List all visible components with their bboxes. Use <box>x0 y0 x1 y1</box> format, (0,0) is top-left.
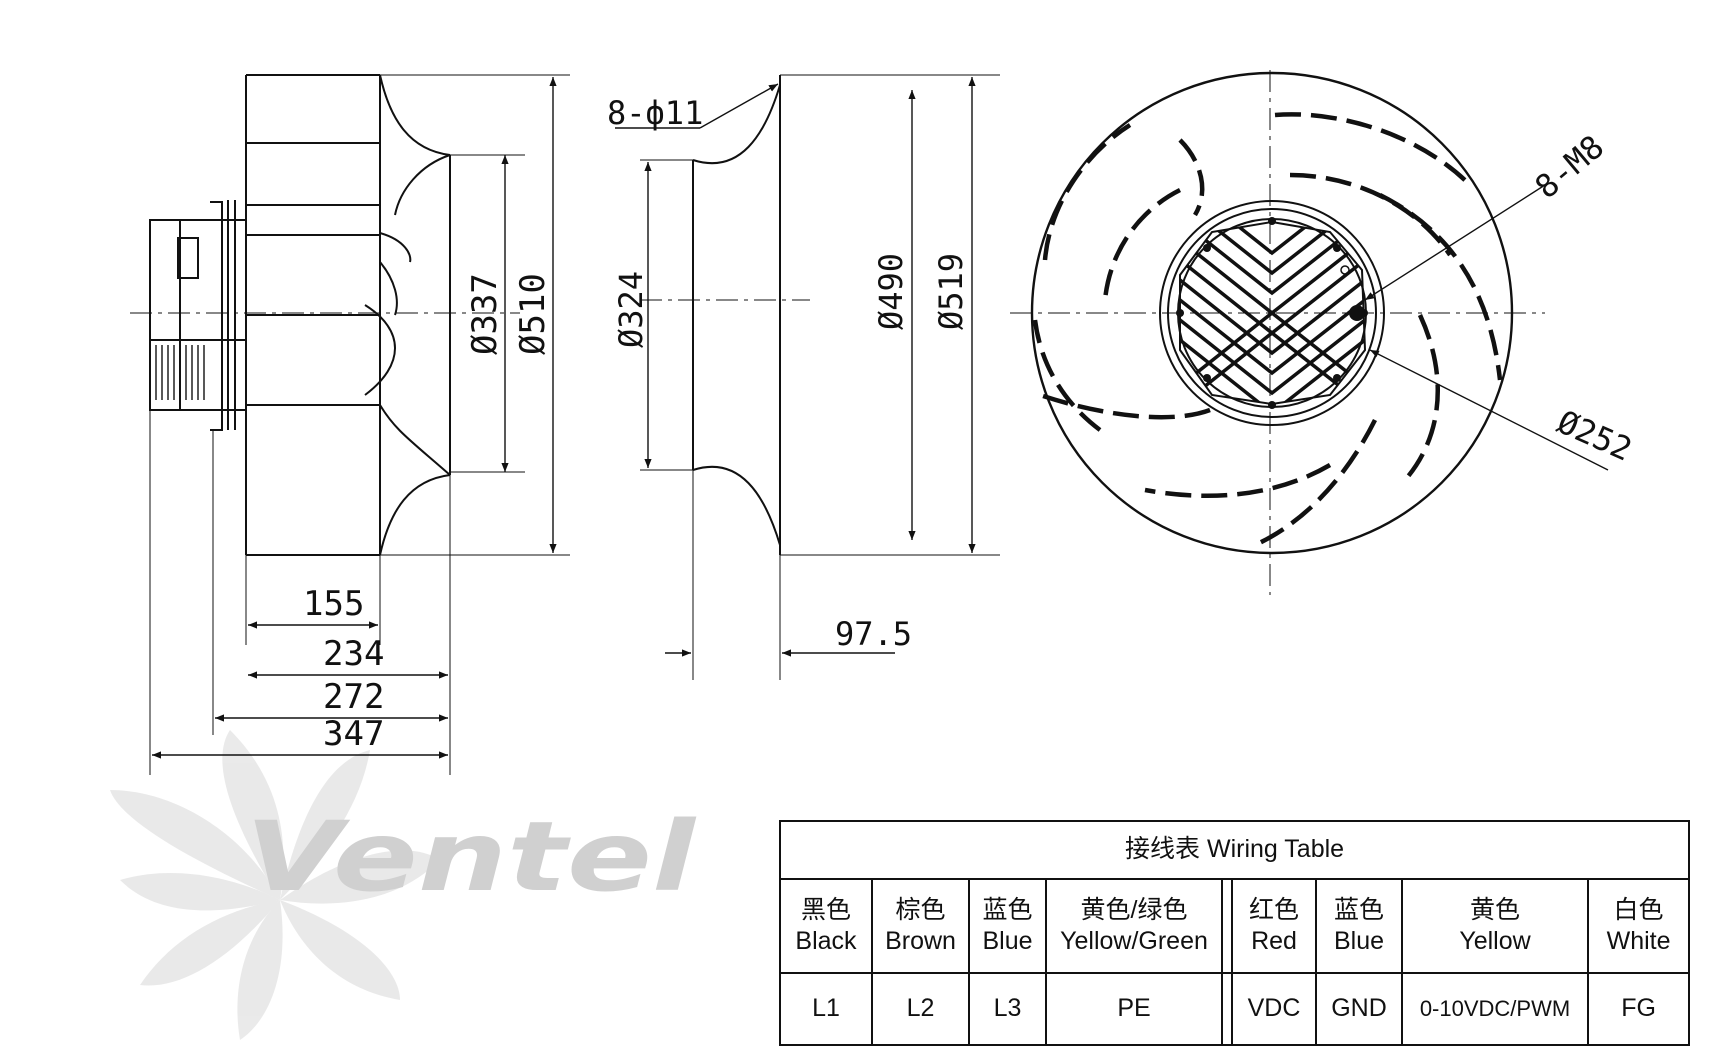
wire-code-cell: GND <box>1315 972 1403 1046</box>
dim-threads: 8-M8 <box>1528 127 1611 206</box>
side-view-labels: Ø337 Ø510 155 234 272 347 <box>303 273 553 754</box>
dim-d510: Ø510 <box>513 273 553 355</box>
fan-logo-icon <box>110 730 440 1040</box>
table-divider <box>1221 878 1233 974</box>
front-view-labels: 8-M8 Ø252 <box>1528 127 1638 468</box>
wire-code-cell: L3 <box>968 972 1047 1046</box>
wiring-code-row: L1 L2 L3 PE VDC GND 0-10VDC/PWM FG <box>779 972 1691 1046</box>
wire-code-cell: VDC <box>1231 972 1317 1046</box>
wire-code-cell: L1 <box>779 972 873 1046</box>
table-divider <box>1221 972 1233 1046</box>
wire-code-cell: PE <box>1045 972 1223 1046</box>
dim-d252: Ø252 <box>1552 403 1638 469</box>
logo-text: Ventel <box>245 801 696 913</box>
wire-code-cell: FG <box>1586 972 1691 1046</box>
dim-234: 234 <box>323 634 384 674</box>
wire-code-cell: 0-10VDC/PWM <box>1401 972 1589 1046</box>
ventel-logo: Ventel <box>110 730 696 1040</box>
dim-holes: 8-ф11 <box>607 94 703 132</box>
wiring-table-title: 接线表 Wiring Table <box>778 820 1691 880</box>
dim-d519: Ø519 <box>932 253 970 330</box>
side-view <box>130 74 570 775</box>
wire-code-cell: L2 <box>871 972 970 1046</box>
dim-d324: Ø324 <box>612 271 650 348</box>
dim-d490: Ø490 <box>872 253 910 330</box>
dim-272: 272 <box>323 677 384 717</box>
dim-347: 347 <box>323 714 384 754</box>
section-view <box>615 74 1000 680</box>
section-view-labels: 8-ф11 Ø324 Ø490 Ø519 97.5 <box>607 94 970 653</box>
dim-97-5: 97.5 <box>835 615 912 653</box>
dim-d337: Ø337 <box>465 273 505 355</box>
front-view <box>1010 70 1609 595</box>
dim-155: 155 <box>303 584 364 624</box>
